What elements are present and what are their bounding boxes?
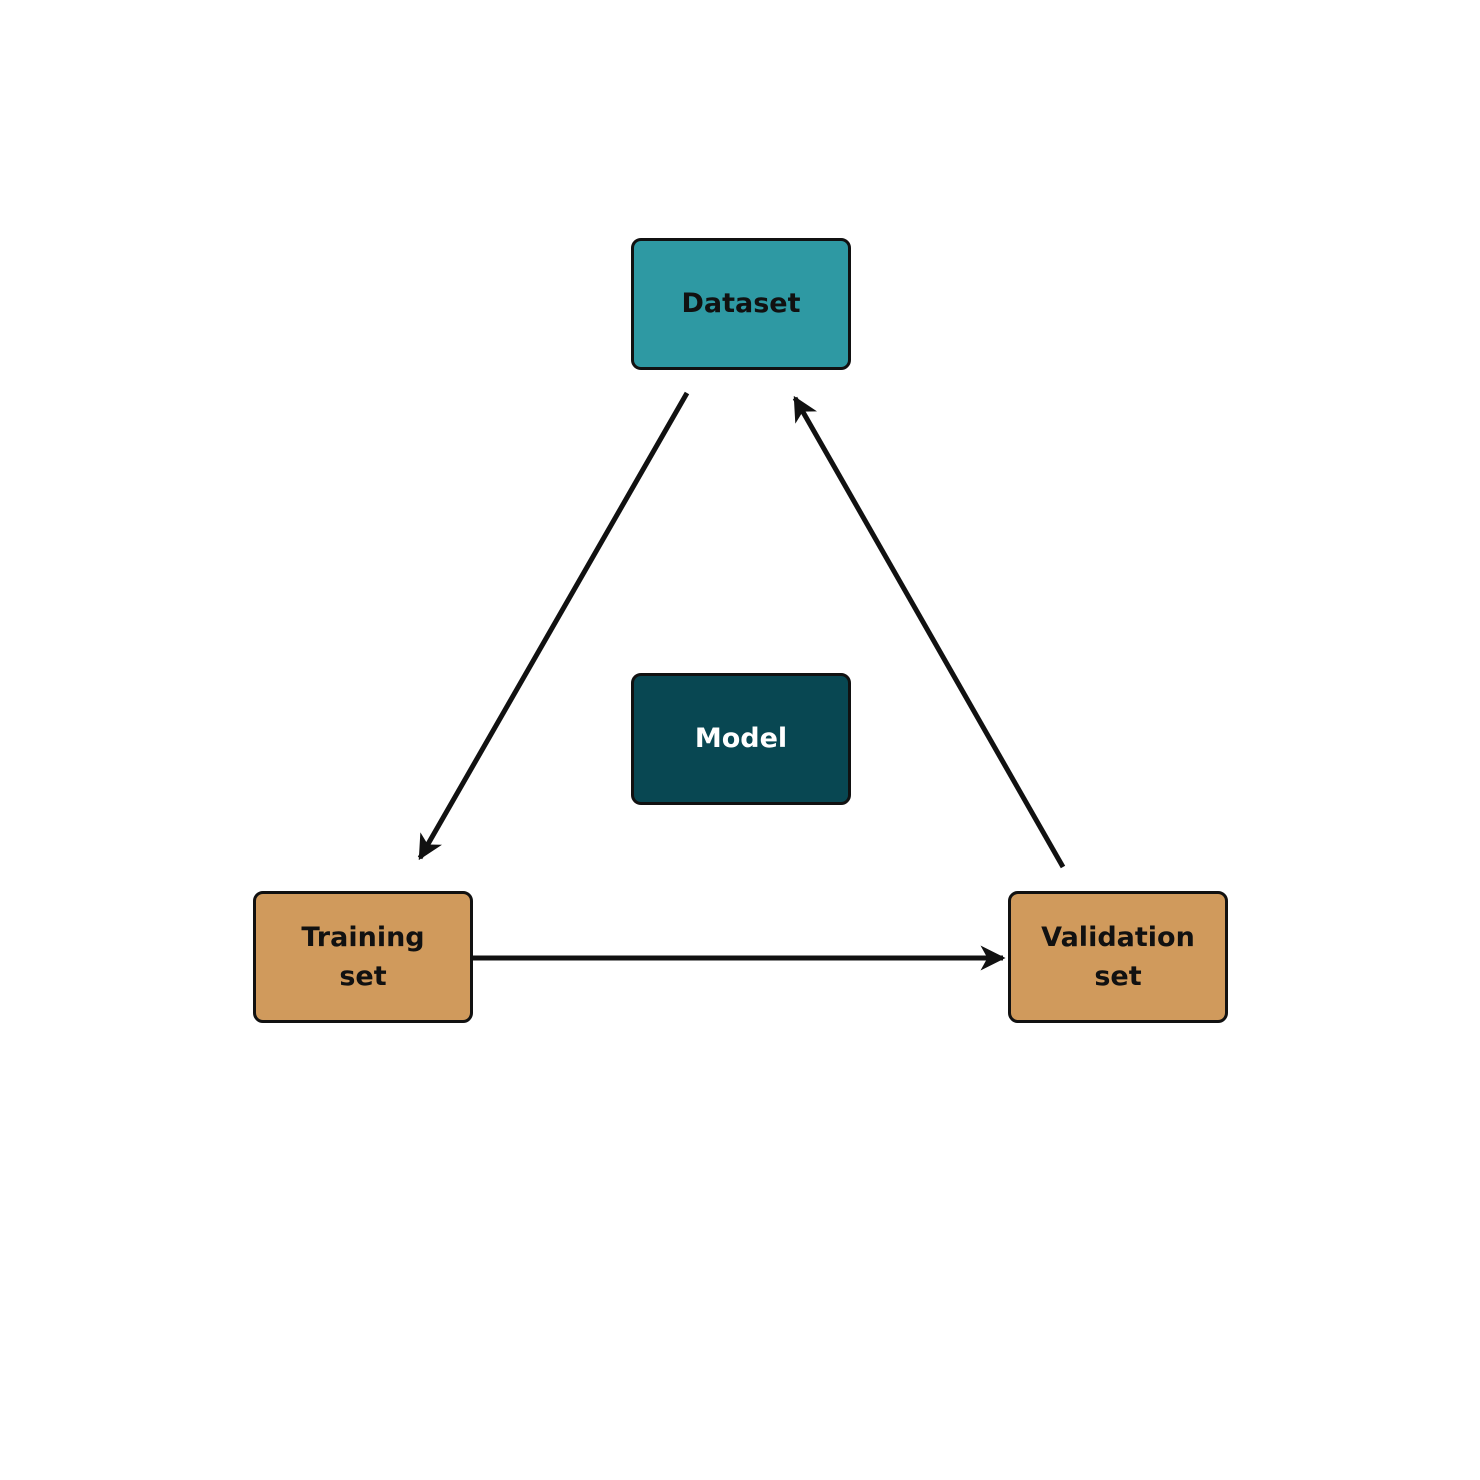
node-training-set-label: Training set bbox=[301, 921, 425, 992]
edge-dataset-to-training bbox=[417, 391, 690, 861]
node-model: Model bbox=[631, 673, 851, 805]
node-validation-set-label: Validation set bbox=[1041, 921, 1195, 992]
edge-validation-to-dataset bbox=[792, 395, 1066, 869]
node-dataset: Dataset bbox=[631, 238, 851, 370]
node-validation-set: Validation set bbox=[1008, 891, 1228, 1023]
node-training-set: Training set bbox=[253, 891, 473, 1023]
node-model-label: Model bbox=[694, 723, 788, 755]
node-dataset-label: Dataset bbox=[681, 288, 801, 320]
